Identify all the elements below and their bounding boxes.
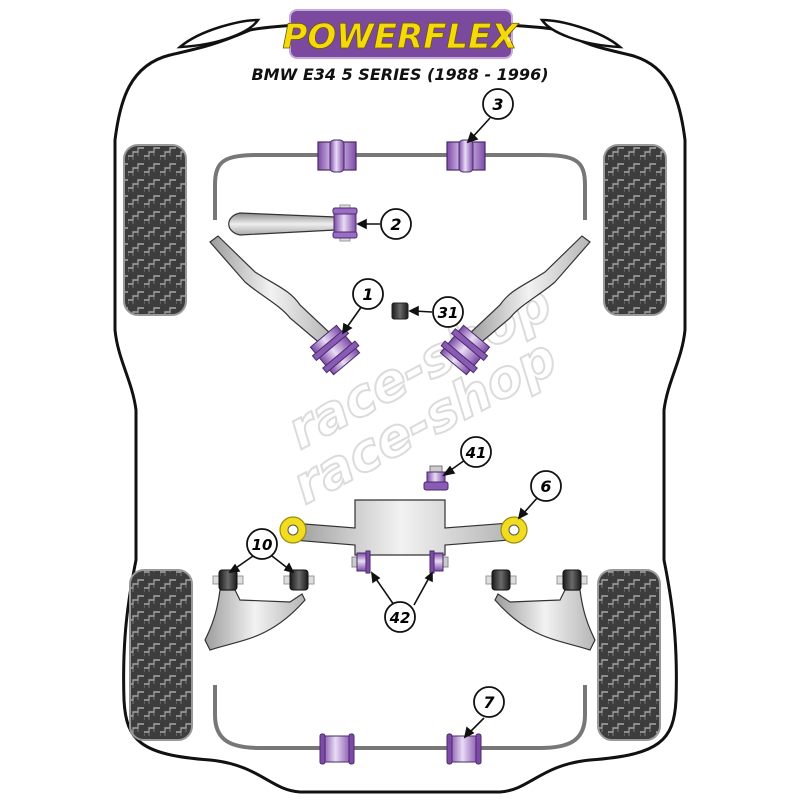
callout-label: 1 [362,285,373,304]
tyre-front-right [603,144,667,316]
powerflex-logo: POWERFLEX ® [282,9,520,59]
rear-arm-bush-right-1 [485,569,517,591]
rear-arb-bush-left [319,733,355,765]
callout-42[interactable]: 42 [384,601,416,633]
callout-10[interactable]: 10 [246,528,278,560]
right-mirror [539,18,624,49]
tyre-rear-left [129,569,193,741]
callout-label: 7 [483,693,495,712]
subframe-mount-bush-right [429,550,449,574]
left-mirror [176,18,261,49]
callout-label: 3 [492,95,503,114]
callout-label: 10 [252,536,273,554]
callout-31[interactable]: 31 [432,296,464,328]
subframe-mount-bush-left [351,550,371,574]
callout-label: 31 [438,304,459,322]
subframe-bush-left [279,516,307,544]
rear-arb-bush-right [446,733,482,765]
rear-arm-bush-left-1 [212,569,244,591]
logo-text: POWERFLEX [282,17,519,57]
front-wishbone-bush-left [309,324,361,376]
callout-1[interactable]: 1 [352,278,384,310]
rear-anti-roll-bar [213,685,587,750]
front-anti-roll-bar [213,153,587,220]
leader-arrows [228,117,539,739]
subframe-bush-right [500,516,528,544]
registered-mark: ® [507,37,512,44]
rear-arm-left [204,589,306,651]
callout-label: 41 [465,444,487,462]
vehicle-title: BMW E34 5 SERIES (1988 - 1996) [251,65,548,84]
tyre-front-left [123,144,187,316]
small-bush-31 [391,302,409,320]
car-body-outline [113,21,687,794]
rear-arm-bush-right-2 [556,569,588,591]
rear-arm-bush-left-2 [283,569,315,591]
callout-7[interactable]: 7 [473,686,505,718]
mount-bush-41 [423,465,449,491]
callout-label: 2 [390,215,401,234]
callout-2[interactable]: 2 [380,208,412,240]
tie-rod [228,212,336,236]
callout-41[interactable]: 41 [460,436,492,468]
callout-label: 42 [389,609,411,627]
callout-6[interactable]: 6 [530,470,562,502]
front-wishbone-left [209,235,333,346]
callout-label: 6 [540,477,551,496]
front-arb-bush-left [317,139,357,173]
front-wishbone-bush-right [439,324,491,376]
rear-arm-right [494,589,596,651]
front-arb-bush-right [446,139,486,173]
tie-rod-bush [332,204,358,242]
watermark: race-shop race-shop [277,272,568,518]
tyre-rear-right [597,569,661,741]
callout-3[interactable]: 3 [482,88,514,120]
